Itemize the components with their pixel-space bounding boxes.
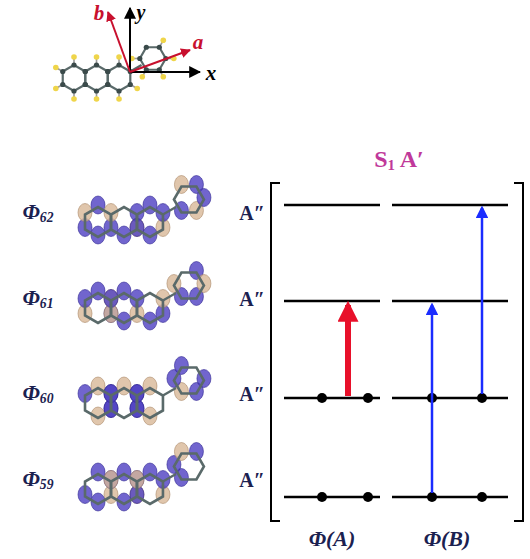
excitation-arrow [431,305,434,493]
hydrogen-atom [116,96,122,102]
symmetry-label: A″ [239,203,265,223]
orbital-lobe [189,443,203,461]
hydrogen-atom [71,54,77,60]
carbon-atom [94,62,99,67]
a-axis [130,50,190,72]
hydrogen-atom [94,54,100,60]
hydrogen-atom [161,74,167,80]
hydrogen-atom [116,54,122,60]
energy-levels [284,205,508,497]
symmetry-label: A″ [239,289,265,309]
column-label: Φ(B) [424,528,471,550]
x-axis [130,71,200,73]
hydrogen-atom [134,86,140,92]
ring-bond [111,207,137,237]
bond [163,474,176,482]
carbon-atom [71,62,76,67]
y-axis [129,8,131,72]
carbon-atom [83,69,88,74]
axis-label: a [193,32,204,53]
orbital-plot [78,357,211,425]
carbon-atom [60,69,65,74]
ring-bond [111,474,137,504]
ring-bond [85,207,111,237]
ring-bond [174,187,204,213]
carbon-atom [116,62,121,67]
ring-bond [137,207,163,237]
carbon-atom [71,88,76,93]
bond [163,388,176,396]
ring-bond [174,273,204,299]
hydrogen-atom [140,74,146,80]
axis-label: x [206,63,217,84]
orbital-plot [78,443,204,511]
carbon-atom [144,45,149,50]
ring-bond [137,388,163,418]
b-axis [108,12,130,72]
level-diagram [271,183,523,521]
ring-bond [174,454,204,480]
carbon-atom [105,69,110,74]
orbital-lobe [174,176,188,194]
bracket [514,183,523,521]
axis-label: b [94,3,105,24]
state-label: S1 A′ [374,147,424,174]
orbital-lobe [174,357,188,375]
ring-bond [137,474,163,504]
molecule-structure [53,38,177,102]
carbon-atom [60,82,65,87]
ring-bond [137,293,163,323]
ring-bond [108,65,131,91]
carbon-atom [105,82,110,87]
orbital-label: Φ62 [23,201,54,225]
column-label: Φ(A) [309,528,356,550]
orbital-plots [78,176,211,511]
carbon-atom [83,69,88,74]
carbon-atom [128,82,133,87]
carbon-atom [157,45,162,50]
orbital-plot [78,262,211,330]
orbital-plot [78,176,211,244]
hydrogen-atom [71,96,77,102]
symmetry-label: A″ [239,470,265,490]
carbon-atom [83,82,88,87]
hydrogen-atom [161,38,167,44]
excitation-arrow [345,305,351,396]
hydrogen-atom [94,96,100,102]
hydrogen-atom [53,86,59,92]
ring-bond [85,65,108,91]
bond [163,207,176,215]
ring-bond [111,388,137,418]
carbon-atom [105,69,110,74]
axes [108,8,200,72]
bond [163,293,176,301]
electrons [317,393,487,502]
ring-bond [85,388,111,418]
hydrogen-atom [53,65,59,71]
orbital-label: Φ61 [23,287,54,311]
ring-bond [111,293,137,323]
carbon-atom [94,88,99,93]
carbon-atom [105,82,110,87]
symmetry-label: A″ [239,384,265,404]
orbital-lobe [174,443,188,461]
orbital-label: Φ60 [23,382,54,406]
ring-bond [174,368,204,394]
ring-bond [85,293,111,323]
bracket [271,183,280,521]
axis-label: y [137,2,146,22]
carbon-atom [116,88,121,93]
ring-bond [85,474,111,504]
carbon-atom [83,82,88,87]
excitation-arrow [481,208,484,394]
orbital-label: Φ59 [23,468,54,492]
ring-bond [63,65,86,91]
carbon-atom [137,56,142,61]
